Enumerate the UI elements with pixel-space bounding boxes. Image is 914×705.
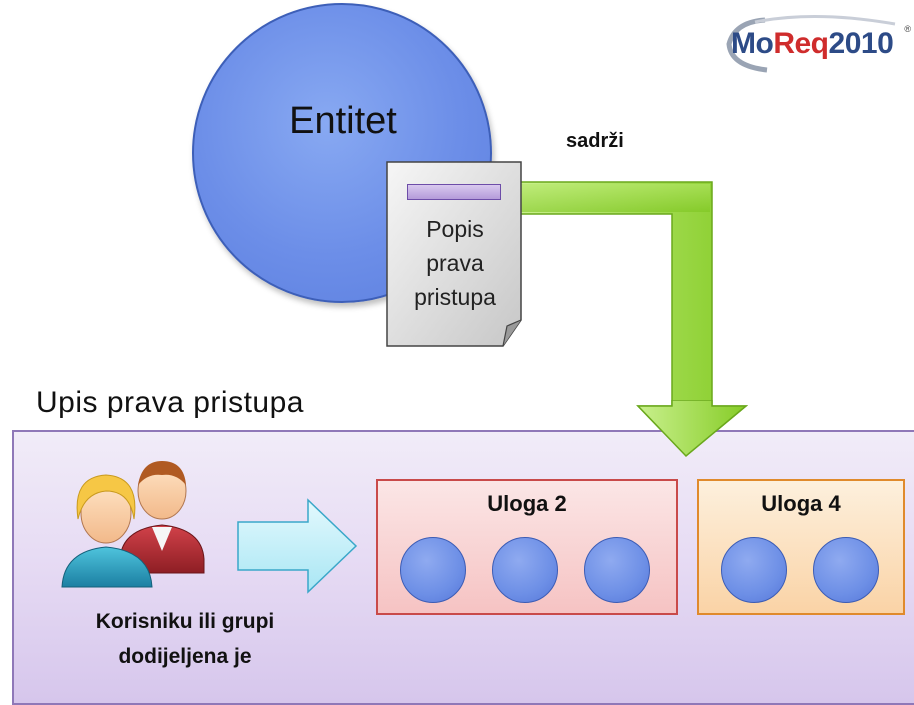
logo-swoosh-icon — [726, 15, 896, 73]
assignment-arrow — [237, 498, 358, 594]
panel-title: Upis prava pristupa — [36, 386, 304, 419]
role-box-2: Uloga 2 — [376, 479, 678, 615]
role-member — [813, 537, 879, 603]
subjects-caption: Korisniku ili grupi dodijeljena je — [50, 604, 320, 674]
contains-arrow-head — [636, 400, 749, 458]
role-title: Uloga 2 — [487, 491, 567, 516]
role-member — [400, 537, 466, 603]
moreq-logo: MoReq2010 ® — [725, 12, 911, 74]
relation-label: sadrži — [566, 130, 624, 152]
subjects-caption-line: dodijeljena je — [118, 645, 252, 668]
document-line: pristupa — [414, 284, 496, 310]
document-line: prava — [426, 250, 484, 276]
registered-mark: ® — [904, 24, 911, 34]
users-group-icon — [61, 461, 205, 588]
document-icon — [386, 161, 522, 347]
document-header-bar — [407, 184, 501, 200]
document-line: Popis — [426, 216, 484, 242]
role-title: Uloga 4 — [761, 491, 841, 516]
role-member — [492, 537, 558, 603]
document-label: Popis prava pristupa — [395, 212, 515, 314]
role-member — [584, 537, 650, 603]
role-box-4: Uloga 4 — [697, 479, 905, 615]
role-member — [721, 537, 787, 603]
logo-text: MoReq2010 — [731, 27, 894, 60]
subjects-caption-line: Korisniku ili grupi — [95, 610, 275, 633]
entity-label: Entitet — [289, 100, 397, 142]
